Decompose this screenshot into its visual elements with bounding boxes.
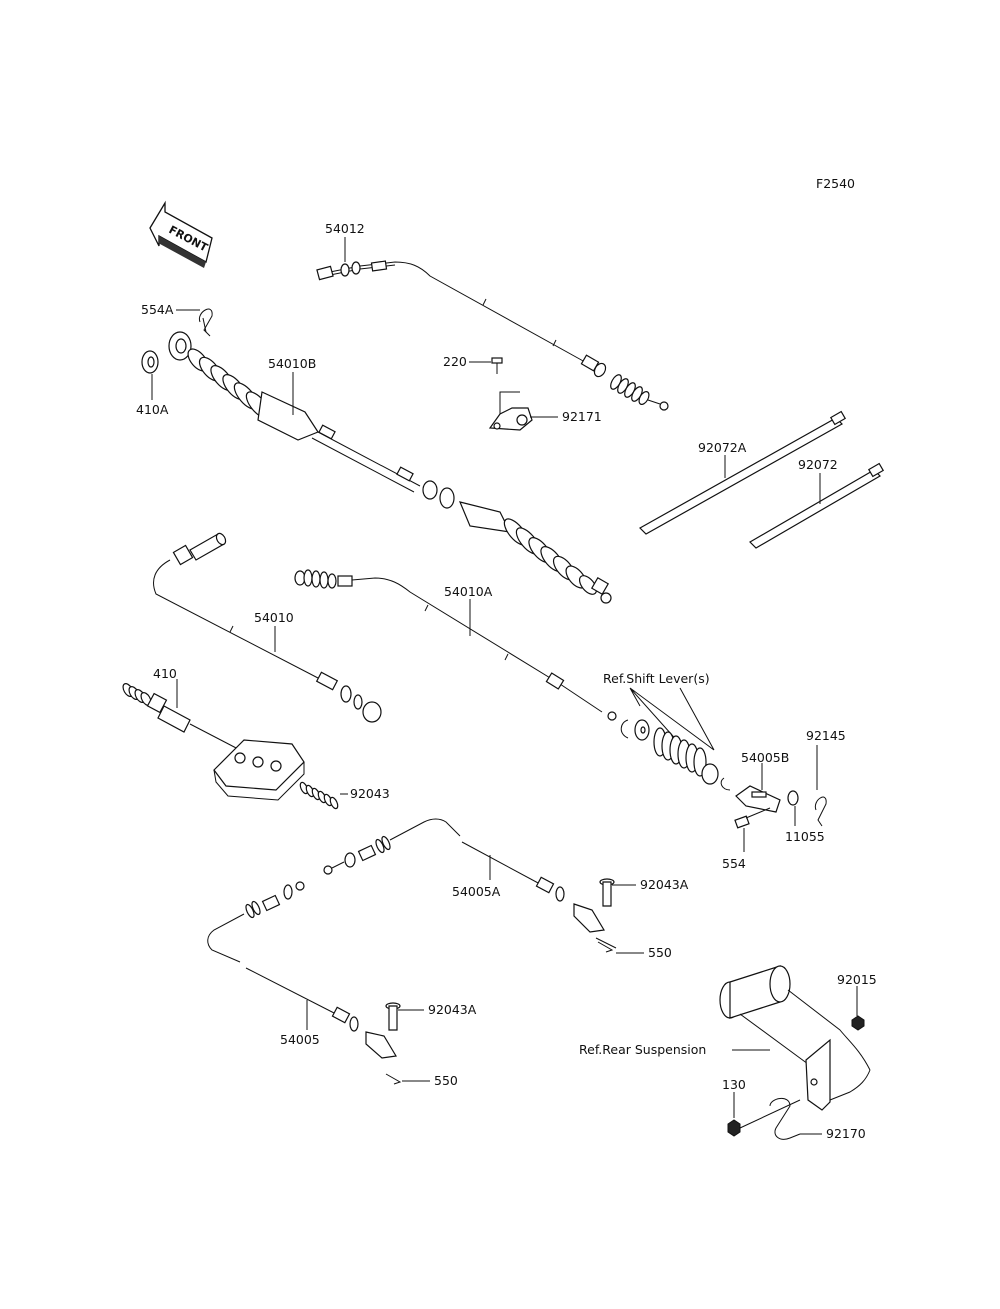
cotter-550-upper-icon <box>597 941 614 953</box>
label-554a: 554A <box>141 302 174 317</box>
label-130: 130 <box>722 1077 746 1092</box>
cotter-550-lower-icon <box>385 1073 402 1085</box>
spring-92145-icon <box>299 781 339 810</box>
label-92043: 554 <box>722 856 746 871</box>
pin-92043a-lower-icon <box>385 1002 401 1031</box>
label-550-upper: 550 <box>648 945 672 960</box>
pin-92043-icon <box>734 807 771 829</box>
label-410a: 410A <box>136 402 169 417</box>
label-54012: 54012 <box>325 221 365 236</box>
label-550-lower: 550 <box>434 1073 458 1088</box>
cable-54005 <box>207 881 397 1059</box>
label-54005b: 410 <box>153 666 177 681</box>
clip-554a-icon <box>198 308 213 337</box>
bolt-130-icon <box>727 1099 801 1137</box>
label-92043a-lower: 92043A <box>428 1002 477 1017</box>
ref-rear-suspension: Ref.Rear Suspension <box>579 1042 706 1057</box>
label-92072a: 92072A <box>698 440 747 455</box>
label-92072: 92072 <box>798 457 838 472</box>
label-92171: 92171 <box>562 409 602 424</box>
label-11055: 54005B <box>741 750 789 765</box>
cable-54005b <box>122 683 305 801</box>
figure-code: F2540 <box>816 176 855 191</box>
label-410: 11055 <box>785 829 825 844</box>
cable-54010a <box>294 569 617 721</box>
cable-54012 <box>316 260 669 411</box>
label-92015: 92015 <box>837 972 877 987</box>
nut-92015-icon <box>851 1015 865 1031</box>
rear-suspension-icon <box>719 965 871 1111</box>
cable-tie-92072a-icon <box>639 410 847 535</box>
label-54010a: 54010A <box>444 584 493 599</box>
ref-shift-lever: Ref.Shift Lever(s) <box>603 671 710 686</box>
lever-11055-icon <box>735 785 781 813</box>
washer-410-icon <box>787 790 799 806</box>
cable-tie-92072-icon <box>749 462 885 549</box>
label-54010: 54010 <box>254 610 294 625</box>
cable-54010b <box>168 331 612 604</box>
cable-54005a <box>323 818 617 949</box>
label-54005: 54005 <box>280 1032 320 1047</box>
label-54010b: 54010B <box>268 356 316 371</box>
bolt-220-icon <box>491 357 503 374</box>
label-554: 92145 <box>806 728 846 743</box>
front-arrow-icon: FRONT <box>149 200 213 268</box>
label-92043a-upper: 92043A <box>640 877 689 892</box>
label-92170: 92170 <box>826 1126 866 1141</box>
washer-410a-icon <box>141 350 159 374</box>
cable-54010 <box>153 532 382 723</box>
label-220: 220 <box>443 354 467 369</box>
shift-lever-parts-icon <box>620 719 731 791</box>
pin-92043a-upper-icon <box>599 878 615 907</box>
label-92145: 92043 <box>350 786 390 801</box>
clip-92170-icon <box>769 1098 801 1140</box>
clip-554-icon <box>814 796 827 827</box>
label-54005a: 54005A <box>452 884 501 899</box>
clamp-92171-icon <box>488 391 533 431</box>
